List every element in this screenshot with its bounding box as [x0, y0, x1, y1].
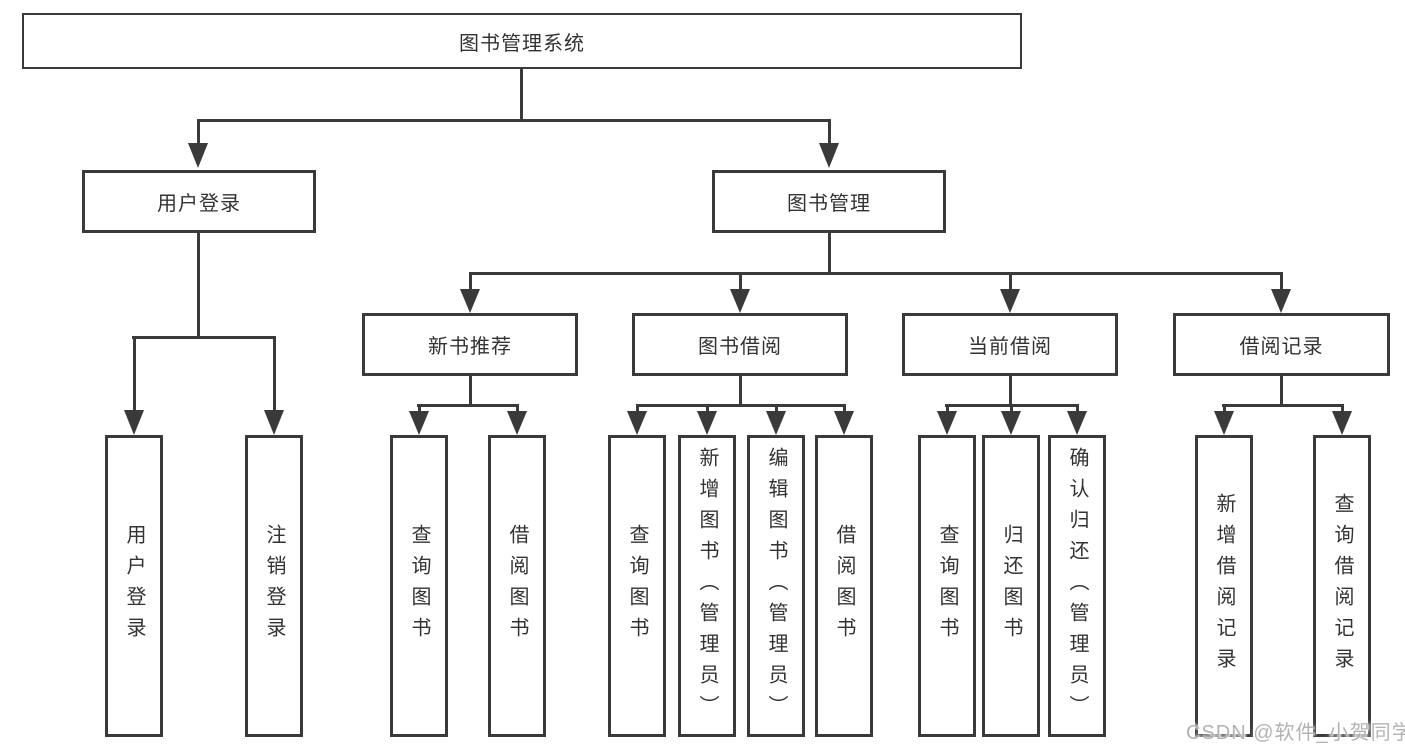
- leaf-borrow-books: 借阅图书: [815, 435, 873, 737]
- node-label: 图书管理系统: [459, 32, 585, 55]
- connector-line-h: [197, 119, 831, 122]
- connector-line-v: [469, 374, 472, 406]
- connector-line-v: [197, 119, 200, 146]
- leaf-label: 新增借阅记录: [1213, 493, 1235, 679]
- leaf-label: 确认归还（管理员）: [1066, 446, 1088, 726]
- arrowhead-down-icon: [460, 289, 480, 313]
- connector-line-v: [516, 404, 519, 414]
- arrowhead-down-icon: [124, 410, 144, 435]
- connector-line-h: [1222, 404, 1344, 407]
- leaf-label: 用户登录: [123, 524, 145, 648]
- connector-line-v: [133, 336, 136, 414]
- connector-line-v: [1280, 374, 1283, 406]
- node-book-management: 图书管理: [712, 170, 946, 233]
- node-library-management-system: 图书管理系统: [22, 13, 1022, 69]
- node-label: 借阅记录: [1239, 336, 1324, 358]
- connector-line-v: [828, 119, 831, 146]
- connector-line-v: [418, 404, 421, 414]
- node-new-book-recommend: 新书推荐: [362, 313, 578, 376]
- leaf-label: 查询图书: [936, 524, 958, 648]
- connector-line-h: [132, 336, 276, 339]
- arrowhead-down-icon: [264, 410, 284, 435]
- connector-line-v: [1341, 404, 1344, 414]
- arrowhead-down-icon: [1000, 289, 1020, 313]
- arrowhead-down-icon: [1332, 411, 1352, 435]
- arrowhead-down-icon: [1271, 289, 1291, 313]
- node-user-login: 用户登录: [82, 170, 316, 233]
- connector-line-h: [417, 404, 519, 407]
- leaf-label: 查询图书: [408, 524, 430, 648]
- leaf-user-login: 用户登录: [105, 435, 163, 737]
- arrowhead-down-icon: [834, 411, 854, 435]
- arrowhead-down-icon: [627, 411, 647, 435]
- node-current-borrowing: 当前借阅: [902, 313, 1118, 376]
- node-label: 图书借阅: [698, 336, 782, 358]
- leaf-label: 查询借阅记录: [1331, 493, 1353, 679]
- node-label: 图书管理: [787, 193, 871, 215]
- connector-line-v: [1009, 272, 1012, 291]
- connector-line-v: [775, 404, 778, 414]
- leaf-label: 注销登录: [263, 524, 285, 648]
- connector-line-v: [1280, 272, 1283, 291]
- arrowhead-down-icon: [1214, 411, 1234, 435]
- leaf-query-borrow-record: 查询借阅记录: [1313, 435, 1371, 737]
- node-label: 新书推荐: [428, 336, 512, 358]
- arrowhead-down-icon: [188, 143, 208, 168]
- connector-line-v: [1223, 404, 1226, 414]
- connector-line-v: [946, 404, 949, 414]
- leaf-logout: 注销登录: [245, 435, 303, 737]
- connector-line-v: [520, 67, 523, 119]
- leaf-query-books-current: 查询图书: [918, 435, 976, 737]
- connector-line-v: [739, 272, 742, 291]
- leaf-label: 查询图书: [626, 524, 648, 648]
- csdn-watermark: CSDN @软件_小贺同学: [1186, 722, 1405, 744]
- leaf-query-books-borrow: 查询图书: [608, 435, 666, 737]
- node-borrowing-records: 借阅记录: [1173, 313, 1390, 376]
- connector-line-v: [706, 404, 709, 414]
- arrowhead-down-icon: [1067, 411, 1087, 435]
- connector-line-v: [273, 336, 276, 414]
- arrowhead-down-icon: [409, 411, 429, 435]
- leaf-edit-books-admin: 编辑图书（管理员）: [747, 435, 805, 737]
- leaf-label: 编辑图书（管理员）: [765, 446, 787, 726]
- connector-line-v: [739, 374, 742, 406]
- connector-line-v: [469, 272, 472, 291]
- leaf-borrow-books-recommend: 借阅图书: [488, 435, 546, 737]
- leaf-confirm-return-admin: 确认归还（管理员）: [1048, 435, 1106, 737]
- leaf-add-books-admin: 新增图书（管理员）: [678, 435, 736, 737]
- connector-line-v: [1009, 374, 1012, 406]
- arrowhead-down-icon: [730, 289, 750, 313]
- connector-line-v: [828, 232, 831, 274]
- leaf-label: 归还图书: [1000, 524, 1022, 648]
- leaf-add-borrow-record: 新增借阅记录: [1195, 435, 1253, 737]
- connector-line-h: [636, 404, 845, 407]
- node-label: 用户登录: [157, 193, 241, 215]
- connector-line-v: [843, 404, 846, 414]
- arrowhead-down-icon: [1001, 411, 1021, 435]
- leaf-return-books: 归还图书: [982, 435, 1040, 737]
- arrowhead-down-icon: [507, 411, 527, 435]
- leaf-label: 借阅图书: [506, 524, 528, 648]
- node-book-borrowing: 图书借阅: [632, 313, 848, 376]
- node-label: 当前借阅: [968, 336, 1052, 358]
- leaf-query-books-recommend: 查询图书: [390, 435, 448, 737]
- connector-line-v: [197, 232, 200, 337]
- connector-line-h: [469, 272, 1283, 275]
- connector-line-v: [636, 404, 639, 414]
- arrowhead-down-icon: [937, 411, 957, 435]
- arrowhead-down-icon: [766, 411, 786, 435]
- leaf-label: 借阅图书: [833, 524, 855, 648]
- connector-line-v: [1010, 404, 1013, 414]
- connector-line-v: [1076, 404, 1079, 414]
- leaf-label: 新增图书（管理员）: [696, 446, 718, 726]
- arrowhead-down-icon: [819, 143, 839, 168]
- arrowhead-down-icon: [697, 411, 717, 435]
